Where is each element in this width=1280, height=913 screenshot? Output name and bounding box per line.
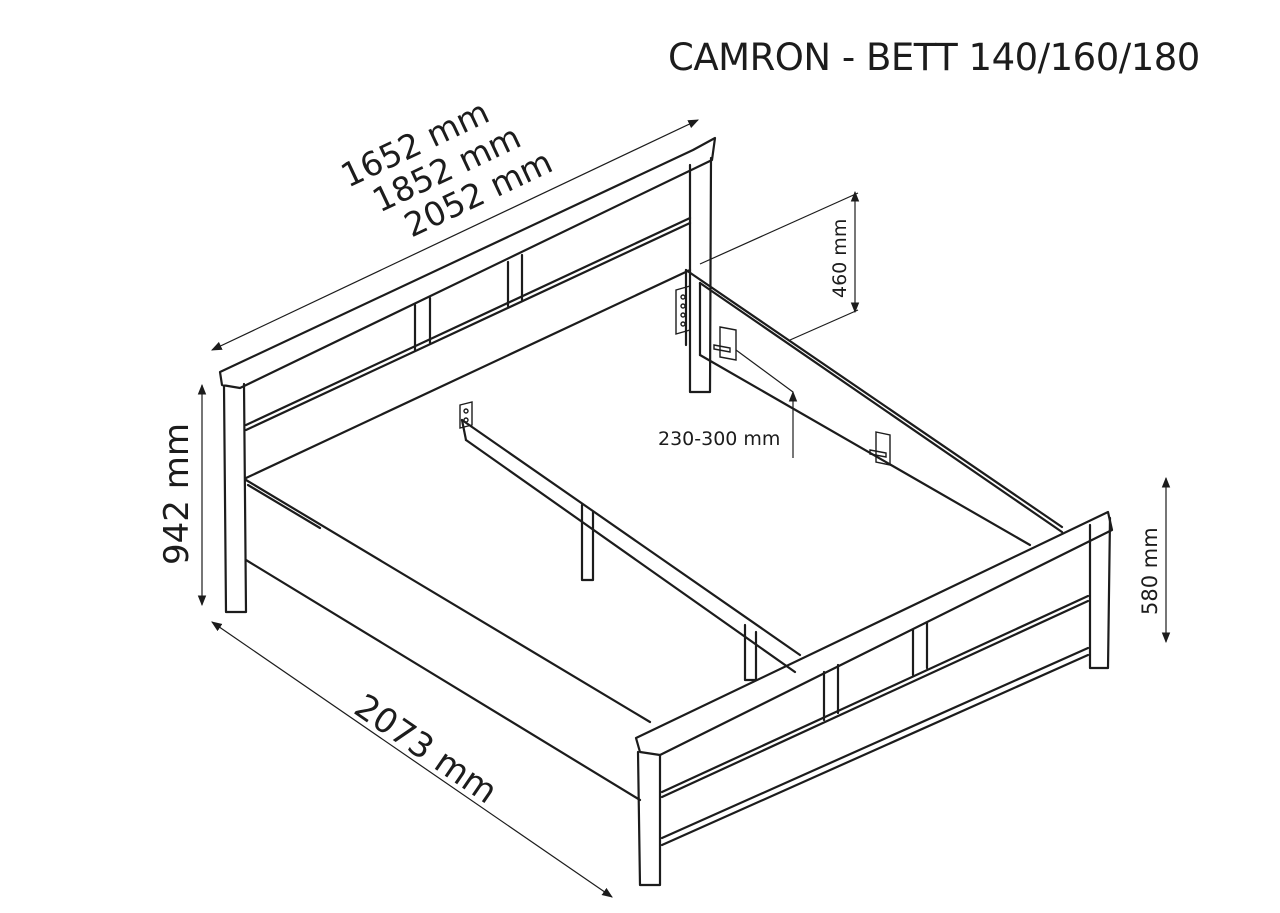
diagram-title: CAMRON - BETT 140/160/180	[668, 36, 1200, 79]
support-extension-line	[735, 349, 794, 393]
support-height-label: 230-300 mm	[658, 428, 780, 450]
width-dimension-line	[211, 119, 699, 351]
length-label: 2073 mm	[347, 686, 504, 812]
side-rail-extension-bottom	[789, 309, 859, 341]
center-support-beam	[459, 401, 802, 682]
length-dimension-line	[211, 621, 613, 898]
footboard	[634, 510, 1114, 887]
side-rail-extension-top	[699, 192, 859, 265]
headboard-height-label: 942 mm	[157, 423, 197, 565]
side-rail-height-label: 460 mm	[829, 219, 851, 298]
footboard-height-label: 580 mm	[1138, 527, 1162, 615]
right-side-rail	[684, 268, 1064, 547]
